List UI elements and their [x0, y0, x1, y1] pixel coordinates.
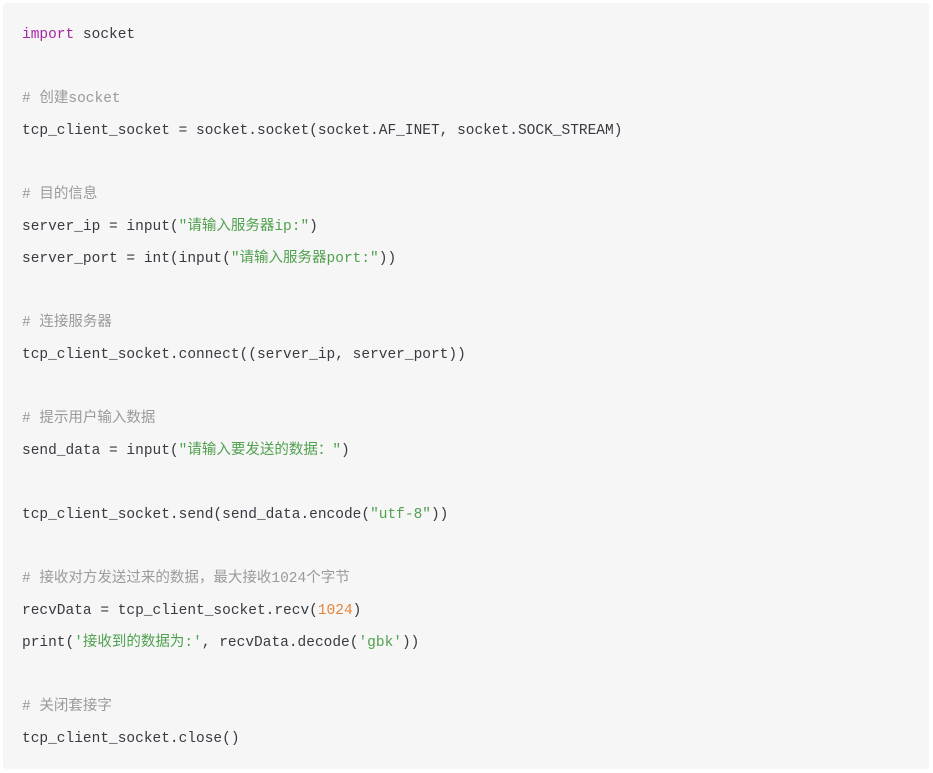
code-line: recvData = tcp_client_socket.recv(1024) [22, 595, 361, 627]
code-comment: # 创建socket [22, 91, 121, 107]
code-block: import socket # 创建socket tcp_client_sock… [3, 3, 929, 769]
code-text: )) [378, 251, 397, 267]
code-line: tcp_client_socket.send(send_data.encode(… [22, 499, 448, 531]
keyword-import: import [22, 27, 75, 43]
code-text: ) [341, 443, 350, 459]
number-literal: 1024 [317, 603, 353, 619]
code-text: server_ip = input( [22, 219, 179, 235]
code-line: tcp_client_socket = socket.socket(socket… [22, 123, 623, 139]
code-text: print( [22, 635, 75, 651]
code-line: tcp_client_socket.close() [22, 731, 240, 747]
string-literal: 'gbk' [358, 635, 402, 651]
string-literal: "请输入服务器port:" [230, 251, 379, 267]
code-text: , recvData.decode( [201, 635, 359, 651]
code-line: server_port = int(input("请输入服务器port:")) [22, 243, 396, 275]
code-text: tcp_client_socket.send(send_data.encode( [22, 507, 371, 523]
code-comment: # 目的信息 [22, 187, 98, 203]
code-line: print('接收到的数据为:', recvData.decode('gbk')… [22, 627, 419, 659]
string-literal: "utf-8" [370, 507, 431, 523]
code-text: socket [74, 27, 136, 43]
code-comment: # 连接服务器 [22, 315, 112, 331]
code-line: send_data = input("请输入要发送的数据：") [22, 435, 350, 467]
code-text: )) [401, 635, 420, 651]
code-text: send_data = input( [22, 443, 179, 459]
code-comment: # 接收对方发送过来的数据，最大接收1024个字节 [22, 571, 350, 587]
code-line: server_ip = input("请输入服务器ip:") [22, 211, 318, 243]
code-text: ) [309, 219, 318, 235]
code-text: ) [352, 603, 362, 619]
code-comment: # 提示用户输入数据 [22, 411, 156, 427]
code-text: server_port = int(input( [22, 251, 231, 267]
code-line: import socket [22, 19, 135, 51]
string-literal: '接收到的数据为:' [74, 635, 202, 651]
code-text: recvData = tcp_client_socket.recv( [22, 603, 318, 619]
string-literal: "请输入要发送的数据：" [178, 443, 342, 459]
code-line: tcp_client_socket.connect((server_ip, se… [22, 347, 466, 363]
code-text: )) [430, 507, 449, 523]
string-literal: "请输入服务器ip:" [178, 219, 310, 235]
code-comment: # 关闭套接字 [22, 699, 112, 715]
